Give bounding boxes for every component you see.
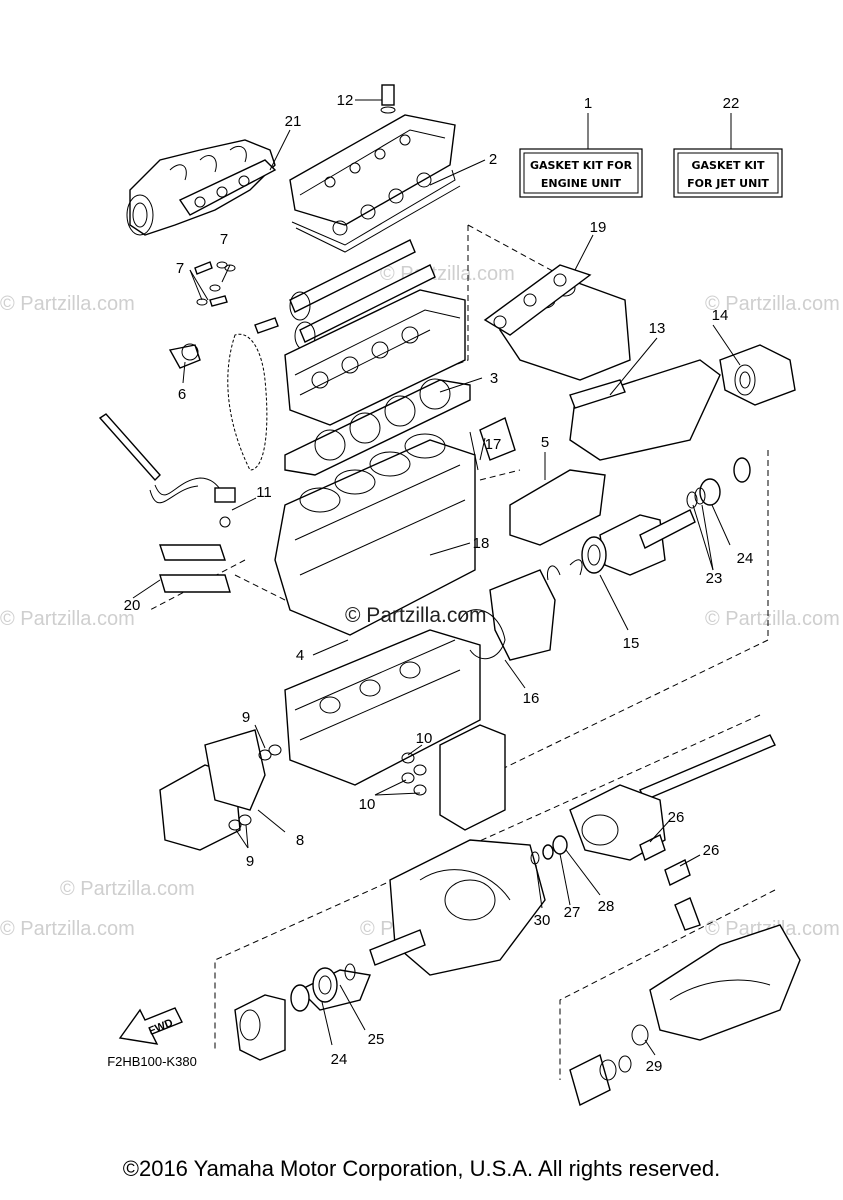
callout-9b: 9 xyxy=(246,853,254,870)
intake-manifold xyxy=(126,139,277,236)
jet-gasket-kit-box: GASKET KIT FOR JET UNIT xyxy=(673,113,783,198)
callout-numbers: 1 22 12 2 21 19 7 7 14 13 6 3 5 17 11 18… xyxy=(124,92,754,1075)
impeller-housing xyxy=(234,929,426,1061)
callout-5: 5 xyxy=(541,434,549,451)
callout-7b: 7 xyxy=(176,260,184,277)
fwd-arrow-icon: FWD xyxy=(118,1007,183,1045)
drive-shaft xyxy=(530,734,776,931)
timing-chain xyxy=(168,317,279,471)
magneto-cover xyxy=(459,569,556,661)
output-shaft xyxy=(546,457,751,581)
camshafts xyxy=(289,239,436,351)
callout-25: 25 xyxy=(368,1031,385,1048)
callout-13: 13 xyxy=(649,320,666,337)
watermark-left-1: © Partzilla.com xyxy=(0,293,135,315)
callout-17: 17 xyxy=(485,436,502,453)
callout-19: 19 xyxy=(590,219,607,236)
callout-11: 11 xyxy=(256,484,272,501)
callout-21: 21 xyxy=(285,113,302,130)
watermark-center: © Partzilla.com xyxy=(345,604,487,627)
callout-2: 2 xyxy=(489,151,497,168)
callout-12: 12 xyxy=(337,92,354,109)
watermark-right-2: © Partzilla.com xyxy=(705,608,840,630)
callout-1: 1 xyxy=(584,95,592,112)
cylinder-head-gasket xyxy=(284,378,471,476)
watermark-right-1: © Partzilla.com xyxy=(705,293,840,315)
callout-24b: 24 xyxy=(331,1051,348,1068)
callout-15: 15 xyxy=(623,635,640,652)
callout-10b: 10 xyxy=(359,796,376,813)
watermark-left-3: © Partzilla.com xyxy=(0,918,135,940)
callout-24a: 24 xyxy=(737,550,754,567)
callout-20: 20 xyxy=(124,597,141,614)
callout-30: 30 xyxy=(534,912,551,929)
copyright-notice: ©2016 Yamaha Motor Corporation, U.S.A. A… xyxy=(122,1156,721,1181)
jet-nozzle xyxy=(569,924,801,1107)
callout-23: 23 xyxy=(706,570,723,587)
jet-kit-line2: FOR JET UNIT xyxy=(687,177,769,190)
watermark-mid-4: © Partzilla.com xyxy=(60,878,195,900)
callout-8: 8 xyxy=(296,832,304,849)
cover-plates-20 xyxy=(159,544,231,593)
cylinder-head-cover xyxy=(289,84,461,253)
engine-gasket-kit-box: GASKET KIT FOR ENGINE UNIT xyxy=(519,113,643,198)
cylinder-block xyxy=(274,433,476,636)
callout-16: 16 xyxy=(523,690,540,707)
callout-28: 28 xyxy=(598,898,615,915)
leader-lines xyxy=(132,99,741,1056)
cover-5 xyxy=(469,417,606,546)
callout-14: 14 xyxy=(712,307,729,324)
callout-4: 4 xyxy=(296,647,304,664)
exhaust-manifold xyxy=(483,264,796,461)
jet-pump-intake xyxy=(389,839,546,976)
dipstick xyxy=(98,413,236,528)
watermark-left-2: © Partzilla.com xyxy=(0,608,135,630)
jet-kit-line1: GASKET KIT xyxy=(692,159,765,172)
callout-26b: 26 xyxy=(703,842,720,859)
diagram-code: F2HB100-K380 xyxy=(107,1054,197,1069)
callout-6: 6 xyxy=(178,386,186,403)
engine-kit-line2: ENGINE UNIT xyxy=(541,177,622,190)
pump-assembly-left xyxy=(159,729,282,851)
callout-3: 3 xyxy=(490,370,498,387)
callout-26a: 26 xyxy=(668,809,685,826)
crankcase xyxy=(284,629,481,786)
callout-18: 18 xyxy=(473,535,490,552)
callout-27: 27 xyxy=(564,904,581,921)
callout-22: 22 xyxy=(723,95,740,112)
cylinder-head xyxy=(284,289,466,426)
engine-kit-line1: GASKET KIT FOR xyxy=(530,159,633,172)
callout-7a: 7 xyxy=(220,231,228,248)
oil-filter-housing xyxy=(401,724,506,831)
callout-10a: 10 xyxy=(416,730,433,747)
callout-29: 29 xyxy=(646,1058,663,1075)
bolts-7 xyxy=(194,261,236,307)
callout-9a: 9 xyxy=(242,709,250,726)
